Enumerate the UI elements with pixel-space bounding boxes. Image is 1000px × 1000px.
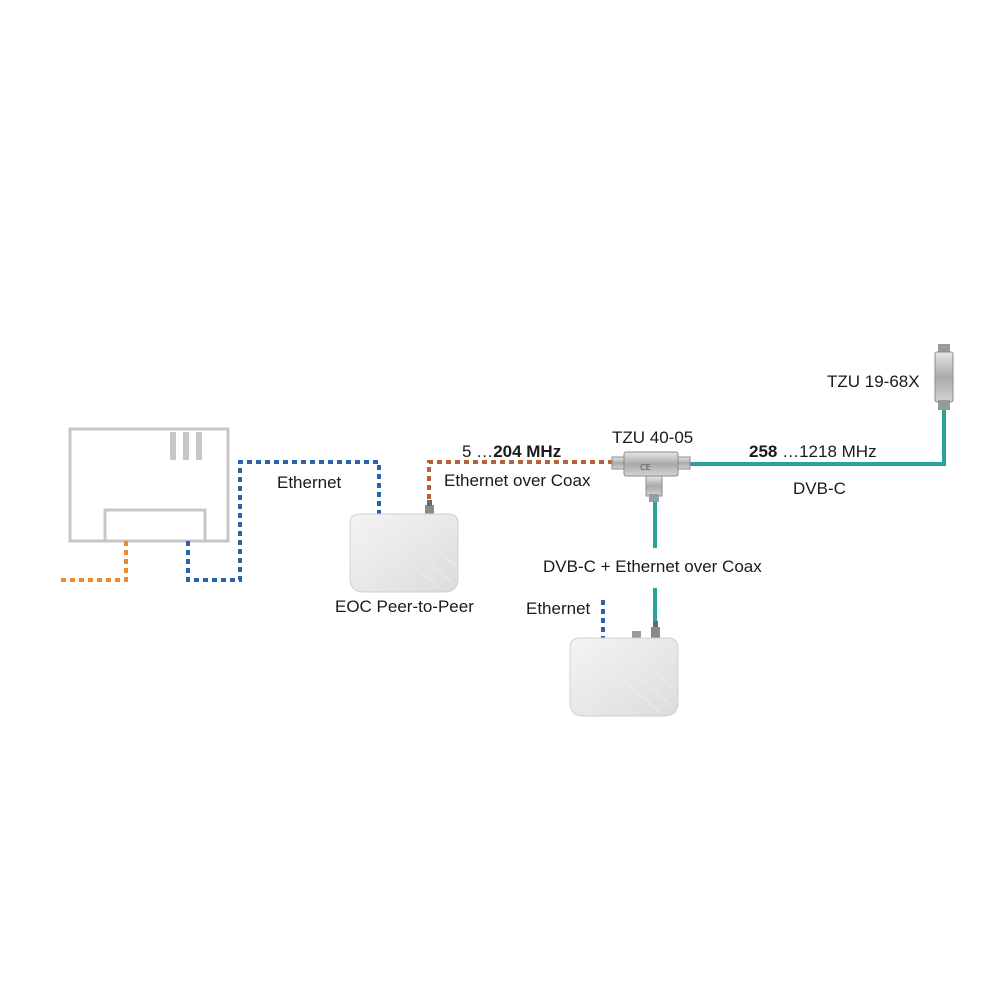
- combined-link-label: DVB-C + Ethernet over Coax: [543, 557, 762, 576]
- freq-high-label: 258 …1218 MHz: [749, 442, 877, 461]
- ethernet-label-left: Ethernet: [277, 473, 342, 492]
- eoc-adapter-icon-bottom: [569, 621, 679, 717]
- freq-low-num: 5 …: [462, 442, 493, 461]
- orange-dotted-line: [58, 541, 128, 582]
- splitter-tzu-icon: CE: [611, 451, 691, 502]
- eoc-adapter-icon: [349, 500, 459, 593]
- filter-label: TZU 19-68X: [827, 372, 920, 391]
- svg-text:CE: CE: [640, 463, 651, 472]
- dvbc-line: [690, 410, 946, 466]
- freq-high-rest: …1218 MHz: [777, 442, 876, 461]
- eoc-line: [427, 460, 612, 508]
- freq-low-strong: 204 MHz: [493, 442, 561, 461]
- freq-high-strong: 258: [749, 442, 777, 461]
- eoc-device-label: EOC Peer-to-Peer: [335, 597, 474, 616]
- ethernet-label-bottom: Ethernet: [526, 599, 591, 618]
- splitter-label: TZU 40-05: [612, 428, 693, 447]
- freq-low-label: 5 …204 MHz: [462, 442, 561, 461]
- eoc-link-label: Ethernet over Coax: [444, 471, 591, 490]
- filter-tzu-icon: [934, 344, 954, 410]
- dvbc-label: DVB-C: [793, 479, 846, 498]
- router-outline-icon: [68, 427, 230, 543]
